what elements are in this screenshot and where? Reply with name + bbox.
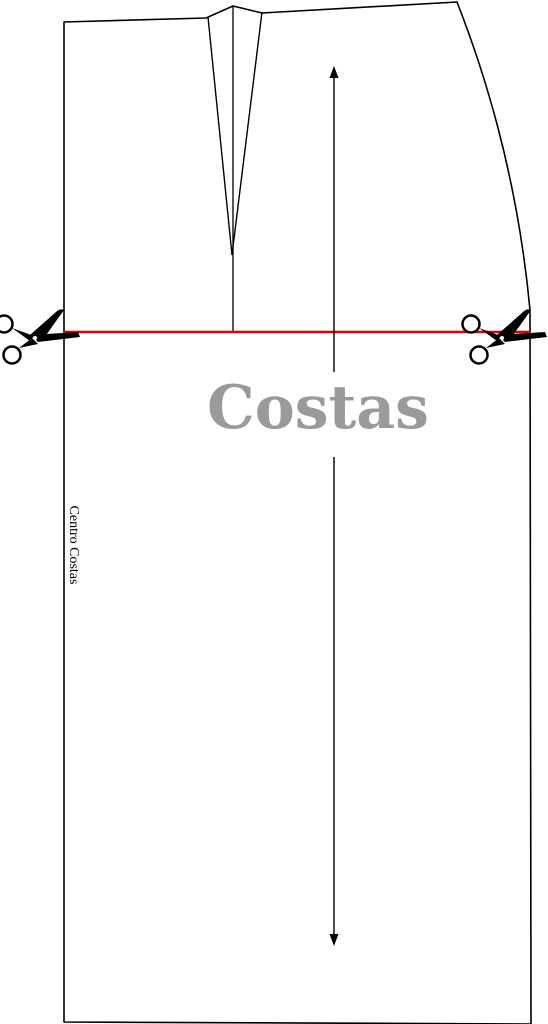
piece-title: Costas	[207, 373, 429, 443]
grainline-arrow-top	[329, 66, 339, 372]
scissors-icon	[461, 308, 548, 365]
scissors-icon	[0, 308, 82, 365]
center-back-label: Centro Costas	[66, 506, 81, 585]
dart	[207, 11, 263, 256]
pattern-outline	[63, 1, 532, 1024]
grainline-arrow-bottom	[329, 457, 339, 946]
